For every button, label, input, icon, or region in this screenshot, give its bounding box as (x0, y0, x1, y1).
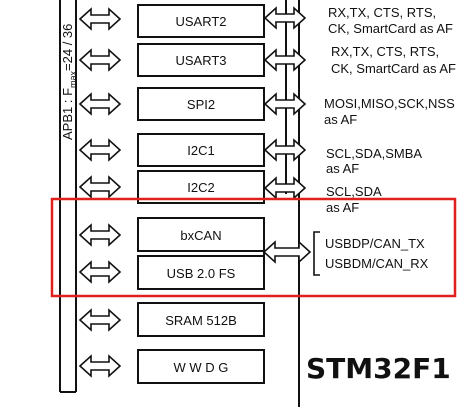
block-wwdg-label: W W D G (174, 360, 229, 375)
i2c1-signals-line1: SCL,SDA,SMBA (326, 146, 422, 161)
usart2-signals-line1: RX,TX, CTS, RTS, (328, 5, 436, 20)
block-usart3-label: USART3 (175, 53, 226, 68)
i2c1-bus-arrow-icon (79, 139, 121, 161)
block-i2c2: I2C2 (137, 170, 265, 204)
usart3-bus-arrow-icon (79, 49, 121, 71)
usart3-signals-line2: CK, SmartCard as AF (331, 61, 456, 76)
block-wwdg: W W D G (137, 349, 265, 384)
shared-pin-usbdp-can-tx: USBDP/CAN_TX (325, 236, 425, 251)
usb-bus-arrow-icon (79, 261, 121, 283)
bxcan-bus-arrow-icon (79, 224, 121, 246)
i2c2-signals-line2: as AF (326, 200, 359, 215)
usart2-signals-line2: CK, SmartCard as AF (328, 21, 453, 36)
block-usb: USB 2.0 FS (137, 255, 265, 290)
block-spi2: SPI2 (137, 87, 265, 121)
block-usart2-label: USART2 (175, 14, 226, 29)
block-spi2-label: SPI2 (187, 97, 215, 112)
block-i2c2-label: I2C2 (187, 180, 214, 195)
highlight-box-usb-can (50, 197, 457, 298)
shared-pins-arrow-icon (262, 240, 312, 264)
spi2-bus-arrow-icon (79, 93, 121, 115)
spi2-signals-line2: as AF (324, 112, 357, 127)
block-sram-label: SRAM 512B (165, 313, 237, 328)
i2c2-signals-line1: SCL,SDA (326, 184, 382, 199)
spi2-signals-line1: MOSI,MISO,SCK,NSS (324, 96, 455, 111)
i2c2-bus-arrow-icon (79, 176, 121, 198)
block-i2c1-label: I2C1 (187, 143, 214, 158)
block-bxcan-label: bxCAN (180, 228, 221, 243)
sram-bus-arrow-icon (79, 309, 121, 331)
apb1-bus-label: APB1 : Fmax=24 / 36 (60, 24, 78, 140)
block-i2c1: I2C1 (137, 133, 265, 167)
shared-pins-bracket (313, 231, 320, 276)
usart2-bus-arrow-icon (79, 8, 121, 30)
usart3-signals-line1: RX,TX, CTS, RTS, (331, 44, 439, 59)
block-sram: SRAM 512B (137, 302, 265, 337)
block-usart3: USART3 (137, 43, 265, 77)
block-usb-label: USB 2.0 FS (167, 266, 236, 281)
i2c1-signals-line2: as AF (326, 161, 359, 176)
shared-pin-usbdm-can-rx: USBDM/CAN_RX (325, 256, 429, 271)
brand-label: STM32F1 (306, 352, 451, 385)
block-bxcan: bxCAN (137, 217, 265, 252)
wwdg-bus-arrow-icon (79, 355, 121, 377)
block-usart2: USART2 (137, 4, 265, 38)
